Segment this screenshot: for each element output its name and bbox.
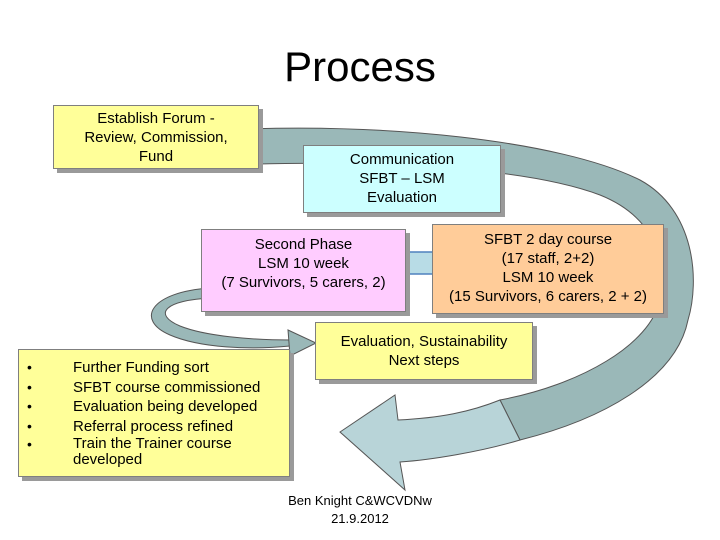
establish-line-3: Fund xyxy=(138,148,174,165)
cycle-arrow-bottom xyxy=(339,394,521,492)
second-phase-box: Second Phase LSM 10 week (7 Survivors, 5… xyxy=(201,229,406,312)
footer-credit: Ben Knight C&WCVDNw 21.9.2012 xyxy=(270,492,450,528)
action-item-evaluation: Evaluation being developed xyxy=(19,397,289,417)
second-phase-line-2: LSM 10 week xyxy=(258,255,349,272)
second-phase-line-3: (7 Survivors, 5 carers, 2) xyxy=(221,274,386,291)
establish-forum-box: Establish Forum - Review, Commission, Fu… xyxy=(53,105,259,169)
action-item-referral: Referral process refined xyxy=(19,417,289,437)
sfbt-line-3: LSM 10 week xyxy=(502,269,594,286)
evaluation-line-1: Evaluation, Sustainability xyxy=(340,333,508,350)
sfbt-course-box: SFBT 2 day course (17 staff, 2+2) LSM 10… xyxy=(432,224,664,314)
establish-line-1: Establish Forum - xyxy=(97,110,215,127)
sfbt-line-2: (17 staff, 2+2) xyxy=(501,250,595,267)
communication-line-1: Communication xyxy=(349,151,455,168)
evaluation-line-2: Next steps xyxy=(388,352,460,369)
establish-line-2: Review, Commission, xyxy=(84,129,228,146)
action-item-funding: Further Funding sort xyxy=(19,358,289,378)
sfbt-line-1: SFBT 2 day course xyxy=(483,231,613,248)
action-item-train-trainer: Train the Trainer course developed xyxy=(19,436,238,468)
actions-list-box: Further Funding sort SFBT course commiss… xyxy=(18,349,290,477)
evaluation-box: Evaluation, Sustainability Next steps xyxy=(315,322,533,380)
actions-list: Further Funding sort SFBT course commiss… xyxy=(19,358,289,468)
footer-author: Ben Knight C&WCVDNw xyxy=(288,493,432,508)
action-item-sfbt: SFBT course commissioned xyxy=(19,378,289,398)
second-phase-line-1: Second Phase xyxy=(254,236,353,253)
communication-line-3: Evaluation xyxy=(366,189,438,206)
communication-box: Communication SFBT – LSM Evaluation xyxy=(303,145,501,213)
footer-date: 21.9.2012 xyxy=(331,511,389,526)
loop-arrow-head xyxy=(287,329,318,357)
sfbt-line-4: (15 Survivors, 6 carers, 2 + 2) xyxy=(449,288,647,305)
slide-title: Process xyxy=(284,43,436,90)
communication-line-2: SFBT – LSM xyxy=(359,170,445,187)
